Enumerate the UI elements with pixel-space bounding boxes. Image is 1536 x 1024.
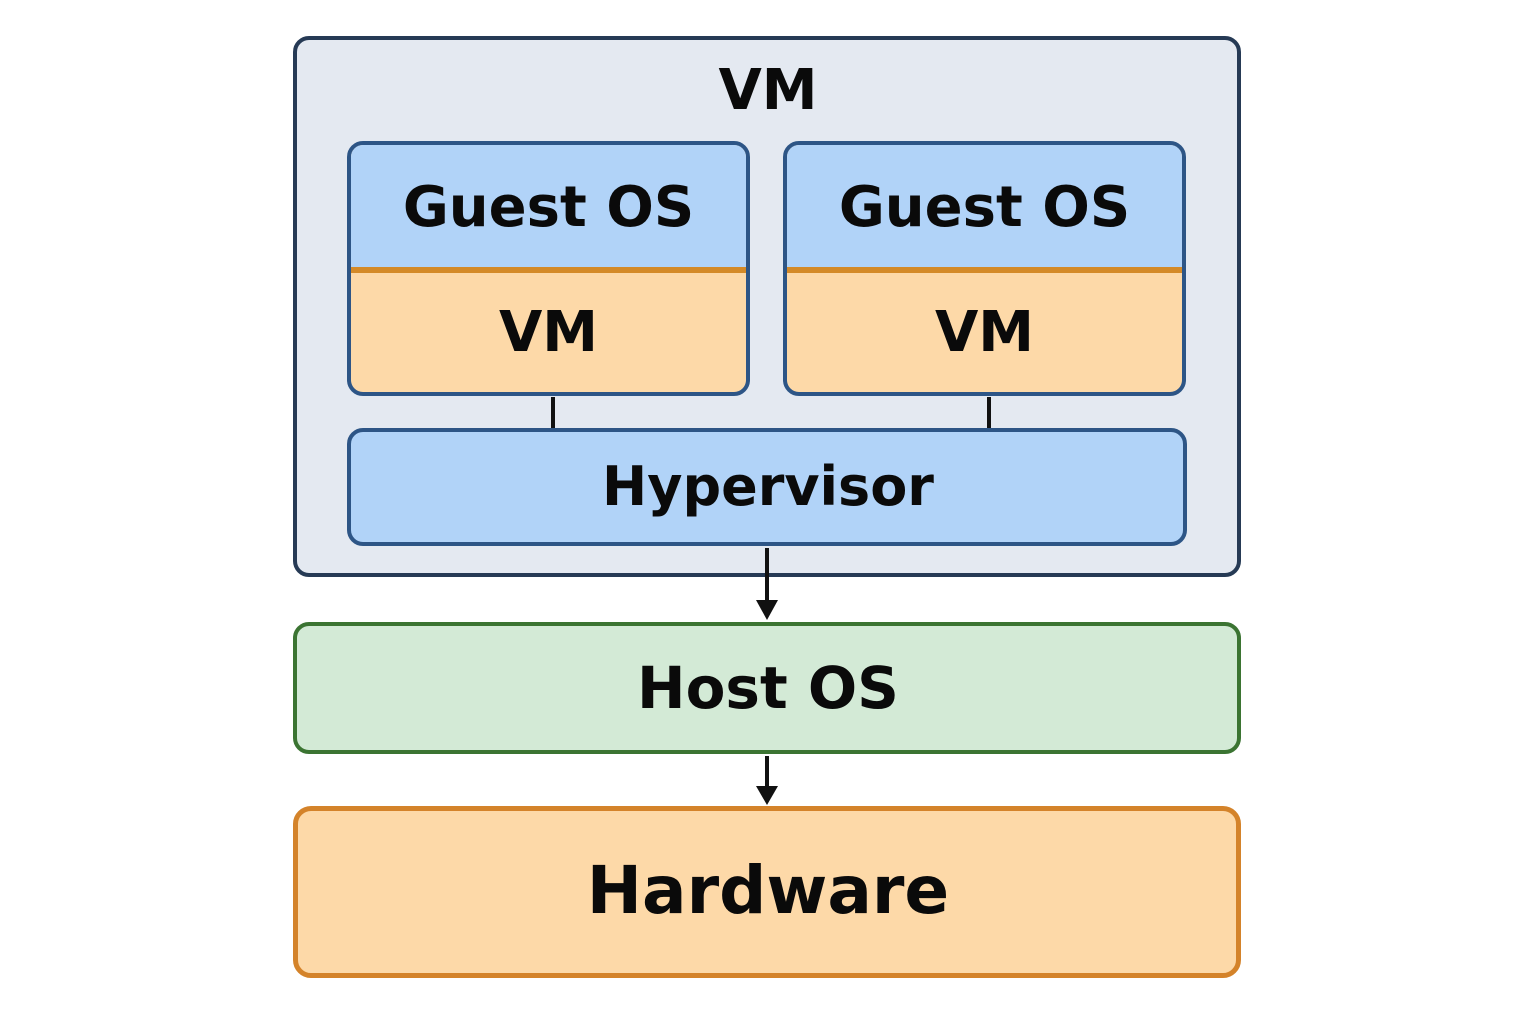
connector-line-1: [551, 397, 555, 430]
guest-os-label: Guest OS: [838, 175, 1131, 240]
guest-os-label: Guest OS: [402, 175, 695, 240]
guest-vm-box-1: Guest OS VM: [347, 141, 750, 396]
hypervisor-label: Hypervisor: [602, 455, 934, 518]
arrowhead-icon: [756, 600, 778, 620]
arrow-host-to-hardware: [756, 756, 778, 805]
hardware-label: Hardware: [586, 852, 950, 929]
host-os-box: [293, 622, 1241, 754]
vm-label: VM: [498, 300, 599, 365]
vm-container-title: VM: [718, 58, 818, 123]
connector-line-2: [987, 397, 991, 430]
guest-vm-box-2: Guest OS VM: [783, 141, 1186, 396]
host-os-label: Host OS: [637, 654, 899, 722]
hardware-box: [293, 806, 1241, 978]
vm-label: VM: [934, 300, 1035, 365]
guest-os-section: [787, 145, 1182, 273]
guest-os-section: [351, 145, 746, 273]
arrow-hypervisor-to-host: [756, 548, 778, 620]
hypervisor-box: [347, 428, 1187, 546]
arrowhead-icon: [756, 786, 778, 805]
